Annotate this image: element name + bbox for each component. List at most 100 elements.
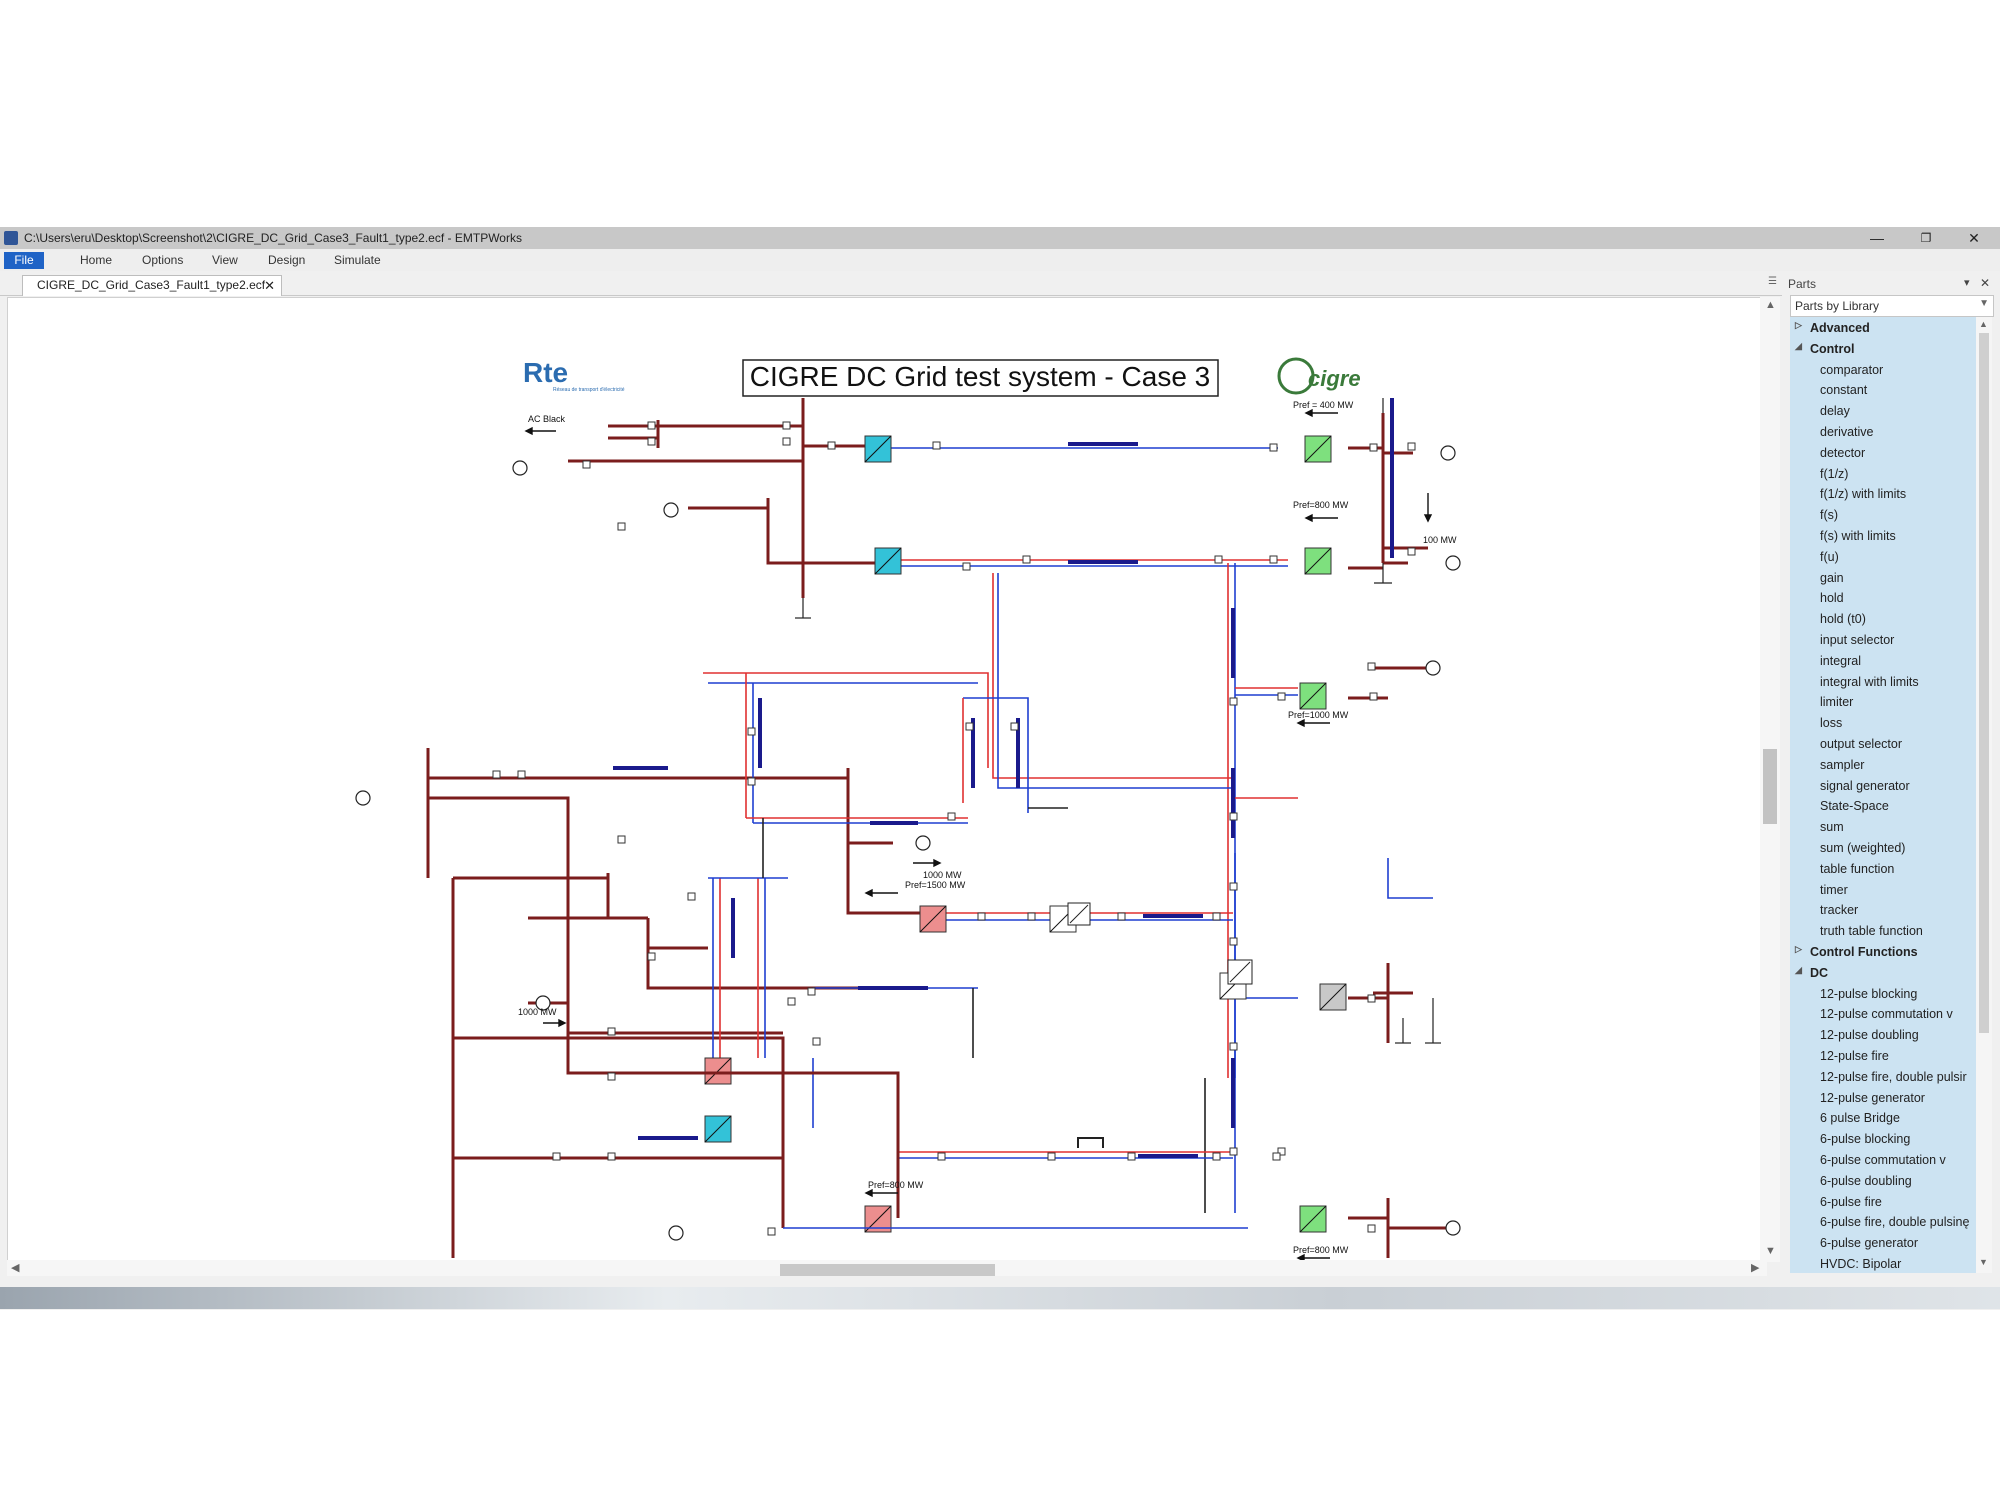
ac-sources xyxy=(355,445,1461,1241)
tree-item-label: constant xyxy=(1820,383,1868,398)
close-tab-icon[interactable]: ✕ xyxy=(264,278,275,293)
rte-logo: Rte xyxy=(523,357,568,388)
converter-stations xyxy=(704,435,1347,1233)
scroll-down-icon[interactable]: ▼ xyxy=(1765,1245,1776,1257)
menu-view[interactable]: View xyxy=(212,253,238,267)
scroll-right-icon[interactable]: ▶ xyxy=(1751,1262,1760,1274)
window-title: C:\Users\eru\Desktop\Screenshot\2\CIGRE_… xyxy=(24,231,522,245)
panel-close-icon[interactable]: ✕ xyxy=(1980,276,1991,290)
converter-diagonals xyxy=(704,435,1347,1233)
cigre-logo: cigre xyxy=(1308,366,1361,391)
dc-breaker xyxy=(1077,1137,1104,1148)
power-arrows xyxy=(524,408,1433,1260)
tree-item-label: delay xyxy=(1820,404,1850,419)
menu-bar: File Home Options View Design Simulate xyxy=(0,249,2000,271)
chevron-down-icon[interactable]: ▼ xyxy=(1979,298,1989,309)
label-1000mw-e1: 1000 MW xyxy=(923,870,962,880)
parts-tree-thumb[interactable] xyxy=(1979,333,1989,1033)
diagram-labels: AC Black Pref = 400 MW 100 MW Pref=800 M… xyxy=(518,400,1457,1255)
rte-logo-subtitle: Réseau de transport d'électricité xyxy=(553,387,625,393)
label-pref-800-f1: Pref=800 MW xyxy=(1293,1245,1349,1255)
ac-network xyxy=(426,398,1428,1258)
tree-item-label: Control Functions xyxy=(1810,945,1918,959)
menu-home[interactable]: Home xyxy=(80,253,113,267)
tree-item-label: table function xyxy=(1820,861,1895,876)
canvas-horizontal-thumb[interactable] xyxy=(780,1264,995,1276)
dc-dc-converter-diagonal xyxy=(1069,904,1089,924)
tree-item-label: f(1/z) xyxy=(1820,466,1849,481)
tree-item-label: sum xyxy=(1820,820,1844,835)
menu-options[interactable]: Options xyxy=(142,253,184,267)
menu-file[interactable]: File xyxy=(4,252,44,269)
canvas-vertical-thumb[interactable] xyxy=(1763,749,1777,824)
tree-item-label: detector xyxy=(1820,445,1866,460)
ground-symbols xyxy=(795,398,1441,1044)
tree-item-label: output selector xyxy=(1820,737,1902,751)
parts-library-select[interactable]: Parts by Library ▼ xyxy=(1790,295,1994,317)
tree-item-label: 12-pulse generator xyxy=(1820,1090,1925,1105)
parts-panel-title: Parts xyxy=(1788,277,1817,291)
tree-item-label: 12-pulse fire, double pulsir xyxy=(1820,1069,1967,1084)
tree-item-label: input selector xyxy=(1820,633,1895,647)
tree-item-label: derivative xyxy=(1820,425,1874,439)
menu-simulate[interactable]: Simulate xyxy=(334,253,381,267)
maximize-button[interactable]: ❐ xyxy=(1920,231,1932,245)
minimize-button[interactable]: — xyxy=(1870,230,1884,246)
tree-item-label: loss xyxy=(1820,716,1843,731)
scroll-left-icon[interactable]: ◀ xyxy=(11,1262,20,1274)
document-tab[interactable]: CIGRE_DC_Grid_Case3_Fault1_type2.ecf ✕ xyxy=(22,275,282,296)
tree-item-label: 6-pulse fire, double pulsinę xyxy=(1820,1215,1970,1230)
panel-pin-icon[interactable]: ▾ xyxy=(1964,277,1970,289)
diagram-title: CIGRE DC Grid test system - Case 3 xyxy=(750,361,1211,392)
tree-item-label: sum (weighted) xyxy=(1820,841,1906,855)
tree-item-label: 12-pulse blocking xyxy=(1820,986,1918,1001)
taskbar-strip xyxy=(0,1287,2000,1309)
tree-twisty-icon[interactable]: ◢ xyxy=(1795,964,1802,975)
tree-item-label: signal generator xyxy=(1820,778,1910,793)
tree-item-label: 6-pulse blocking xyxy=(1820,1132,1911,1147)
label-1000mw-b3: 1000 MW xyxy=(518,1007,557,1017)
tree-scroll-up-icon[interactable]: ▲ xyxy=(1979,319,1988,329)
label-pref-1500: Pref=1500 MW xyxy=(905,880,966,890)
tree-item-label: f(s) xyxy=(1820,508,1839,523)
tree-item-label: tracker xyxy=(1820,903,1859,918)
tree-item-label: 12-pulse commutation v xyxy=(1820,1007,1953,1022)
tree-scroll-down-icon[interactable]: ▼ xyxy=(1979,1257,1988,1267)
tree-item-label: sampler xyxy=(1820,757,1865,772)
diagram-title-box xyxy=(742,359,1219,397)
label-pref-800-c2: Pref=800 MW xyxy=(1293,500,1349,510)
dc-dc-converter-2-diagonal xyxy=(1229,961,1251,983)
cigre-logo-mark xyxy=(1277,357,1315,395)
tree-twisty-icon[interactable]: ▷ xyxy=(1795,320,1802,330)
tree-item-label: 6-pulse doubling xyxy=(1820,1173,1912,1188)
menu-design[interactable]: Design xyxy=(268,253,306,267)
close-window-button[interactable]: ✕ xyxy=(1968,230,1980,246)
tree-item-label: 6-pulse fire xyxy=(1820,1194,1882,1209)
tree-twisty-icon[interactable]: ◢ xyxy=(1795,340,1802,351)
tree-item-label: gain xyxy=(1820,570,1844,585)
tree-item-label: HVDC: Bipolar xyxy=(1820,1257,1902,1271)
tree-item-label: Advanced xyxy=(1810,321,1870,335)
scroll-up-icon[interactable]: ▲ xyxy=(1765,299,1776,311)
tree-item-label: hold (t0) xyxy=(1820,612,1866,627)
tree-item-label: f(s) with limits xyxy=(1820,529,1896,543)
tree-item-label: truth table function xyxy=(1820,924,1923,939)
parts-panel-header: ☰ Parts ▾ ✕ xyxy=(1768,273,1994,293)
panel-menu-icon[interactable]: ☰ xyxy=(1768,276,1777,287)
parts-library-select-value: Parts by Library xyxy=(1795,299,1880,313)
label-pref-800-b3: Pref=800 MW xyxy=(868,1180,924,1190)
tree-item-label: 12-pulse fire xyxy=(1820,1049,1889,1063)
tree-item-label: DC xyxy=(1810,965,1829,980)
tree-item-label: integral with limits xyxy=(1820,674,1919,689)
diagram-canvas[interactable]: CIGRE DC Grid test system - Case 3 Rte R… xyxy=(7,297,1769,1261)
tree-item-label: 6 pulse Bridge xyxy=(1820,1111,1900,1126)
tree-item-label: Control xyxy=(1810,341,1855,356)
circuit-diagram[interactable]: CIGRE DC Grid test system - Case 3 Rte R… xyxy=(8,298,1768,1260)
label-100mw: 100 MW xyxy=(1423,535,1457,545)
tree-twisty-icon[interactable]: ▷ xyxy=(1795,944,1802,954)
measurement-boxes xyxy=(492,421,1416,1236)
tree-item-label: limiter xyxy=(1820,695,1854,710)
document-tab-strip: CIGRE_DC_Grid_Case3_Fault1_type2.ecf ✕ xyxy=(0,273,1782,296)
title-bar: C:\Users\eru\Desktop\Screenshot\2\CIGRE_… xyxy=(0,227,2000,249)
